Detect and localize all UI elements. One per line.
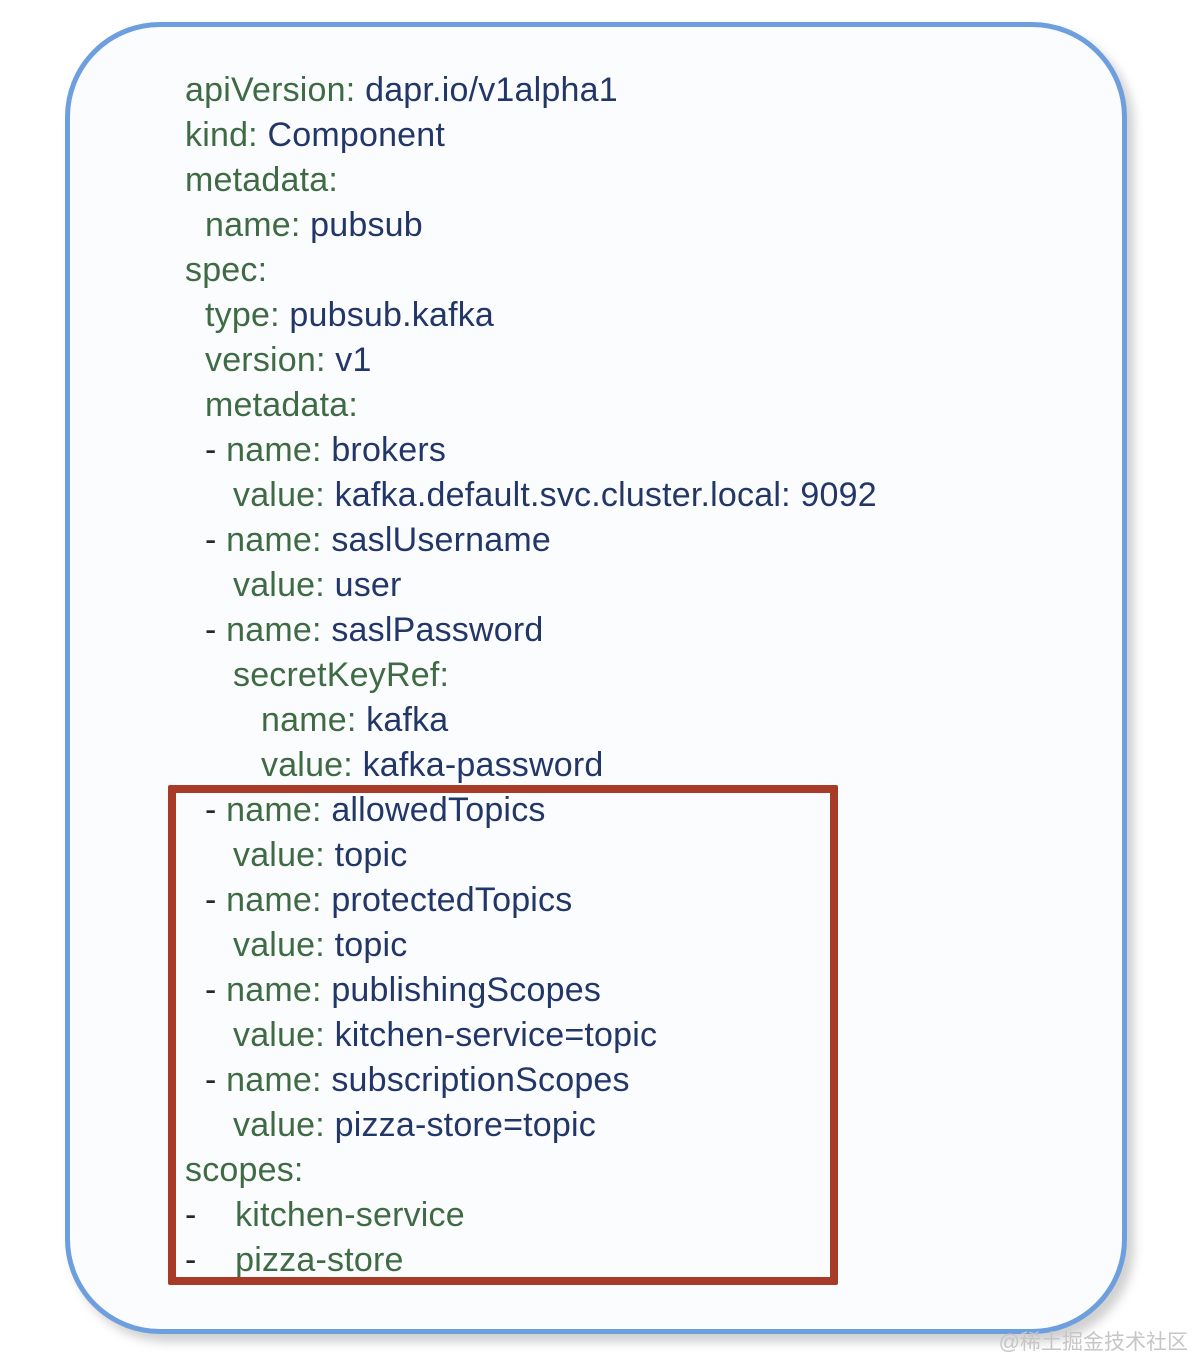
yaml-value: brokers <box>321 431 447 469</box>
code-line: value: kafka.default.svc.cluster.local: … <box>185 473 877 518</box>
code-line: scopes: <box>185 1148 877 1193</box>
yaml-key: kind: <box>185 116 258 154</box>
code-line: name: pubsub <box>185 203 877 248</box>
yaml-value: kitchen-service=topic <box>324 1016 658 1054</box>
code-line: name: kafka <box>185 698 877 743</box>
yaml-key: value: <box>233 1106 325 1144</box>
yaml-key: name: <box>226 971 322 1009</box>
yaml-key: value: <box>233 566 325 604</box>
yaml-key: secretKeyRef: <box>233 656 450 694</box>
yaml-key: name: <box>226 1061 322 1099</box>
yaml-dash: - <box>185 1196 236 1234</box>
yaml-value: pizza-store=topic <box>324 1106 596 1144</box>
code-line: kind: Component <box>185 113 877 158</box>
yaml-value: user <box>324 566 402 604</box>
yaml-value: publishingScopes <box>321 971 602 1009</box>
yaml-value: kafka.default.svc.cluster.local: 9092 <box>324 476 877 514</box>
yaml-value: Component <box>257 116 446 154</box>
code-line: value: kafka-password <box>185 743 877 788</box>
yaml-value: subscriptionScopes <box>321 1061 630 1099</box>
yaml-key: name: <box>226 611 322 649</box>
yaml-dash: - <box>205 521 227 559</box>
yaml-key: name: <box>226 791 322 829</box>
code-line: spec: <box>185 248 877 293</box>
code-line: - name: saslPassword <box>185 608 877 653</box>
code-line: metadata: <box>185 158 877 203</box>
yaml-key: type: <box>205 296 280 334</box>
yaml-key: kitchen-service <box>235 1196 465 1234</box>
code-line: - name: allowedTopics <box>185 788 877 833</box>
yaml-key: apiVersion: <box>185 71 356 109</box>
yaml-value: allowedTopics <box>321 791 546 829</box>
yaml-value: pubsub <box>300 206 423 244</box>
yaml-key: value: <box>233 476 325 514</box>
code-line: - name: protectedTopics <box>185 878 877 923</box>
yaml-key: spec: <box>185 251 268 289</box>
code-line: - pizza-store <box>185 1238 877 1283</box>
yaml-key: value: <box>233 1016 325 1054</box>
yaml-key: value: <box>233 836 325 874</box>
yaml-value: kafka-password <box>352 746 604 784</box>
yaml-value: v1 <box>325 341 372 379</box>
code-line: - name: subscriptionScopes <box>185 1058 877 1103</box>
yaml-dash: - <box>205 611 227 649</box>
yaml-dash: - <box>205 971 227 1009</box>
yaml-dash: - <box>205 431 227 469</box>
yaml-value: saslUsername <box>321 521 552 559</box>
yaml-key: pizza-store <box>235 1241 404 1279</box>
code-line: value: kitchen-service=topic <box>185 1013 877 1058</box>
yaml-value: kafka <box>356 701 449 739</box>
yaml-key: metadata: <box>205 386 359 424</box>
code-line: - name: saslUsername <box>185 518 877 563</box>
code-line: value: topic <box>185 833 877 878</box>
yaml-key: name: <box>226 881 322 919</box>
yaml-value: dapr.io/v1alpha1 <box>355 71 618 109</box>
code-line: - name: publishingScopes <box>185 968 877 1013</box>
yaml-key: name: <box>261 701 357 739</box>
code-line: secretKeyRef: <box>185 653 877 698</box>
yaml-dash: - <box>205 1061 227 1099</box>
code-line: - name: brokers <box>185 428 877 473</box>
yaml-key: name: <box>205 206 301 244</box>
code-line: value: pizza-store=topic <box>185 1103 877 1148</box>
yaml-dash: - <box>205 791 227 829</box>
yaml-key: value: <box>233 926 325 964</box>
yaml-value: pubsub.kafka <box>279 296 495 334</box>
yaml-value: topic <box>324 926 408 964</box>
yaml-dash: - <box>185 1241 236 1279</box>
yaml-key: scopes: <box>185 1151 304 1189</box>
code-line: value: topic <box>185 923 877 968</box>
code-line: type: pubsub.kafka <box>185 293 877 338</box>
yaml-key: version: <box>205 341 326 379</box>
yaml-key: name: <box>226 521 322 559</box>
code-line: version: v1 <box>185 338 877 383</box>
yaml-dash: - <box>205 881 227 919</box>
code-line: value: user <box>185 563 877 608</box>
code-line: - kitchen-service <box>185 1193 877 1238</box>
code-line: apiVersion: dapr.io/v1alpha1 <box>185 68 877 113</box>
yaml-value: protectedTopics <box>321 881 573 919</box>
yaml-key: name: <box>226 431 322 469</box>
code-line: metadata: <box>185 383 877 428</box>
yaml-value: saslPassword <box>321 611 544 649</box>
yaml-key: metadata: <box>185 161 339 199</box>
watermark: @稀土掘金技术社区 <box>998 1331 1188 1354</box>
yaml-value: topic <box>324 836 408 874</box>
yaml-key: value: <box>261 746 353 784</box>
